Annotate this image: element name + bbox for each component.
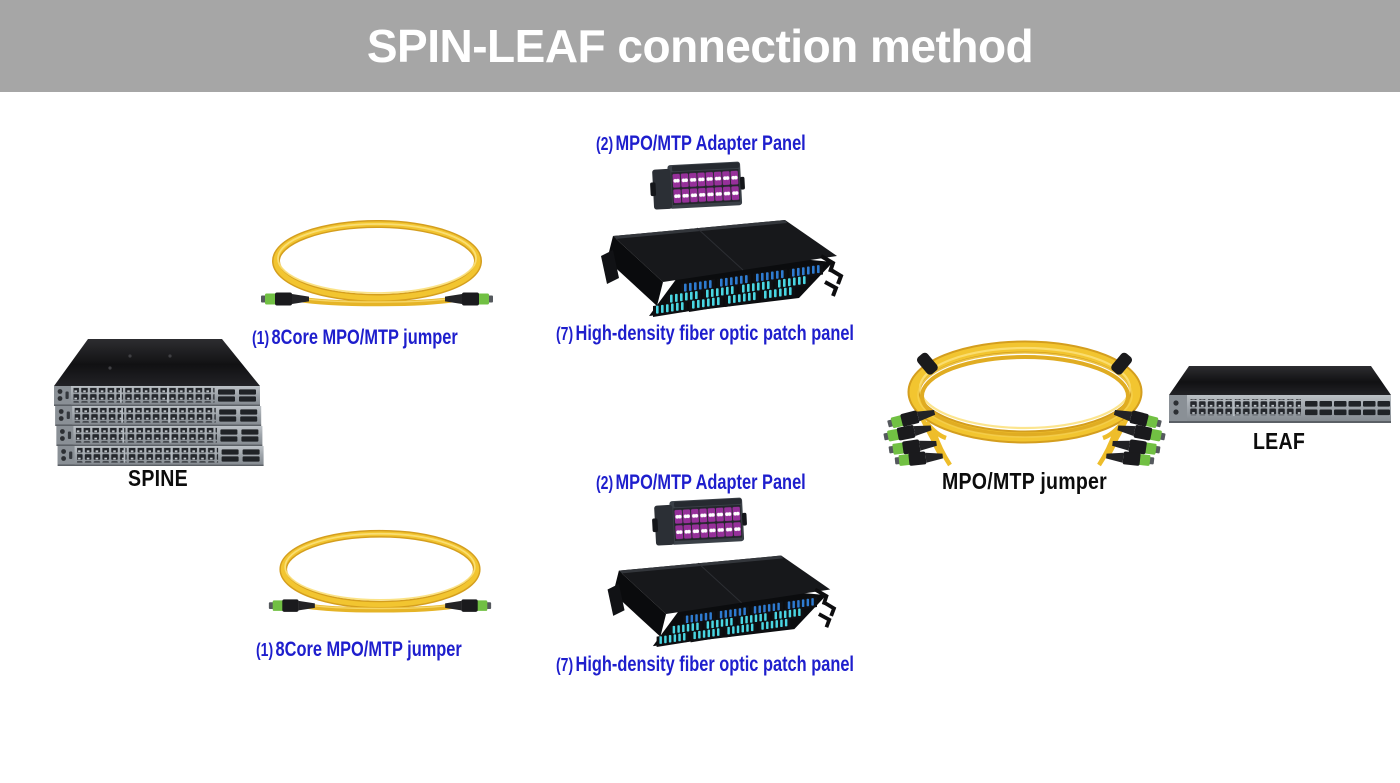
adapter-panel-image-top — [649, 161, 746, 210]
caption-jumper-bottom: (1)8Core MPO/MTP jumper — [256, 638, 462, 662]
mpo-jumper-image-top — [261, 224, 493, 306]
caption-index: (7) — [556, 324, 574, 344]
page-title: SPIN-LEAF connection method — [366, 20, 1034, 72]
caption-index: (2) — [596, 473, 614, 493]
caption-text: High-density fiber optic patch panel — [575, 653, 854, 676]
caption-jumper-top: (1)8Core MPO/MTP jumper — [252, 326, 458, 350]
mpo-jumper-image-bottom — [269, 534, 491, 612]
caption-patch-panel-bottom: (7)High-density fiber optic patch panel — [556, 653, 854, 677]
caption-text: MPO/MTP Adapter Panel — [615, 132, 806, 155]
caption-index: (1) — [256, 640, 274, 660]
caption-text: 8Core MPO/MTP jumper — [271, 326, 458, 349]
label-spine: SPINE — [128, 465, 188, 491]
caption-index: (7) — [556, 655, 574, 675]
caption-index: (1) — [252, 328, 270, 348]
caption-patch-panel-top: (7)High-density fiber optic patch panel — [556, 322, 854, 346]
patch-panel-image-bottom — [608, 556, 834, 648]
label-leaf: LEAF — [1252, 428, 1306, 454]
caption-index: (2) — [596, 134, 614, 154]
label-trunk-jumper: MPO/MTP jumper — [941, 468, 1108, 494]
caption-adapter-panel-top: (2)MPO/MTP Adapter Panel — [596, 132, 806, 156]
title-bar: SPIN-LEAF connection method — [0, 0, 1400, 92]
caption-adapter-panel-bottom: (2)MPO/MTP Adapter Panel — [596, 471, 806, 495]
adapter-panel-image-bottom — [651, 497, 748, 546]
caption-text: High-density fiber optic patch panel — [575, 322, 854, 345]
diagram-canvas: (2)MPO/MTP Adapter Panel (7)High-density… — [0, 92, 1400, 783]
patch-panel-image-top — [601, 220, 841, 317]
caption-text: MPO/MTP Adapter Panel — [615, 471, 806, 494]
trunk-jumper-image — [883, 347, 1166, 467]
caption-text: 8Core MPO/MTP jumper — [275, 638, 462, 661]
leaf-switch-image — [1169, 366, 1391, 423]
spine-switch-stack-image — [54, 339, 264, 466]
